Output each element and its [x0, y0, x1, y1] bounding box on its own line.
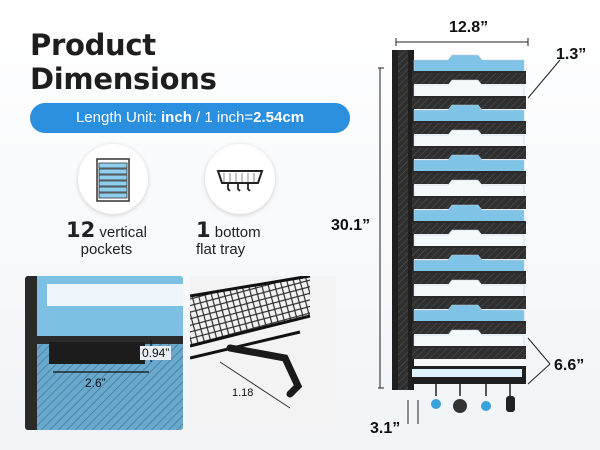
- tray-count: 1: [196, 218, 211, 242]
- hook-length-label: 1.18: [232, 387, 254, 399]
- mesh-pocket: [412, 122, 526, 134]
- unit-note-badge: Length Unit: inch / 1 inch=2.54cm: [30, 103, 350, 133]
- tray-depth-dimension-label: 3.1”: [370, 420, 401, 437]
- title-line-1: Product: [30, 28, 156, 62]
- mesh-pocket: [412, 97, 526, 109]
- unit-middle: / 1 inch=: [191, 109, 254, 126]
- mesh-pocket: [412, 147, 526, 159]
- pockets-caption-line-1: vertical: [95, 224, 147, 241]
- mesh-pocket: [412, 197, 526, 209]
- unit-prefix: Length Unit:: [75, 109, 162, 126]
- mesh-pocket: [412, 297, 526, 309]
- tray-caption: 1 bottom flat tray: [196, 220, 261, 259]
- mesh-pocket: [412, 72, 526, 84]
- title-line-2: Dimensions: [30, 62, 217, 96]
- pocket-width-label: 2.6”: [85, 376, 106, 390]
- tray-height-dimension-label: 6.6”: [554, 357, 585, 374]
- wall-file-organizer-illustration: [378, 38, 561, 424]
- width-dimension-label: 12.8”: [449, 19, 489, 36]
- tray-caption-line-2: flat tray: [196, 241, 246, 258]
- pockets-caption: 12 vertical pockets: [66, 220, 147, 259]
- pockets-count: 12: [66, 218, 96, 242]
- mesh-pocket: [412, 347, 526, 359]
- hook-detail-photo: 1.18: [190, 276, 336, 430]
- pocket-depth-label: 0.94”: [140, 346, 172, 360]
- pockets-icon: [78, 144, 148, 214]
- page-title: Product Dimensions: [30, 28, 217, 96]
- pocket-detail-photo: 0.94” 2.6”: [25, 276, 183, 430]
- unit-conversion-value: 2.54cm: [253, 109, 305, 126]
- height-dimension-label: 30.1”: [331, 217, 371, 234]
- mesh-pocket: [412, 172, 526, 184]
- mesh-pocket: [412, 247, 526, 259]
- tray-caption-line-1: bottom: [210, 224, 261, 241]
- mesh-pocket: [412, 322, 526, 334]
- unit-name: inch: [161, 109, 192, 126]
- tray-icon: [205, 144, 275, 214]
- depth-dimension-label: 1.3”: [556, 46, 587, 63]
- mesh-pocket: [412, 272, 526, 284]
- mesh-pocket: [412, 222, 526, 234]
- pockets-caption-line-2: pockets: [80, 241, 133, 258]
